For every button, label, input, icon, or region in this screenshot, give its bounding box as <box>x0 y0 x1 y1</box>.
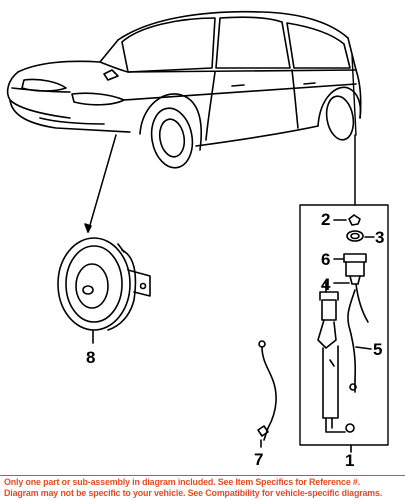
horn-leader-line <box>87 134 117 233</box>
parts-diagram <box>6 10 389 453</box>
antenna-cable <box>347 289 357 381</box>
disclaimer-line-1: Only one part or sub-assembly in diagram… <box>4 477 361 487</box>
antenna-group-bracket <box>299 204 389 446</box>
horn-illustration <box>57 237 151 331</box>
callout-7[interactable]: 7 <box>254 450 264 469</box>
antenna-assembly <box>317 281 357 433</box>
callout-8[interactable]: 8 <box>86 348 96 367</box>
disclaimer-footer: Only one part or sub-assembly in diagram… <box>0 475 405 500</box>
lead-wire <box>257 340 277 441</box>
callout-4[interactable]: 4 <box>321 275 331 294</box>
car-illustration <box>6 10 362 169</box>
disclaimer-line-2: Diagram may not be specific to your vehi… <box>4 488 383 498</box>
callout-5[interactable]: 5 <box>373 340 383 359</box>
callout-1[interactable]: 1 <box>345 451 355 470</box>
callout-6[interactable]: 6 <box>321 250 331 269</box>
callout-3[interactable]: 3 <box>375 228 385 247</box>
callout-2[interactable]: 2 <box>321 210 331 229</box>
